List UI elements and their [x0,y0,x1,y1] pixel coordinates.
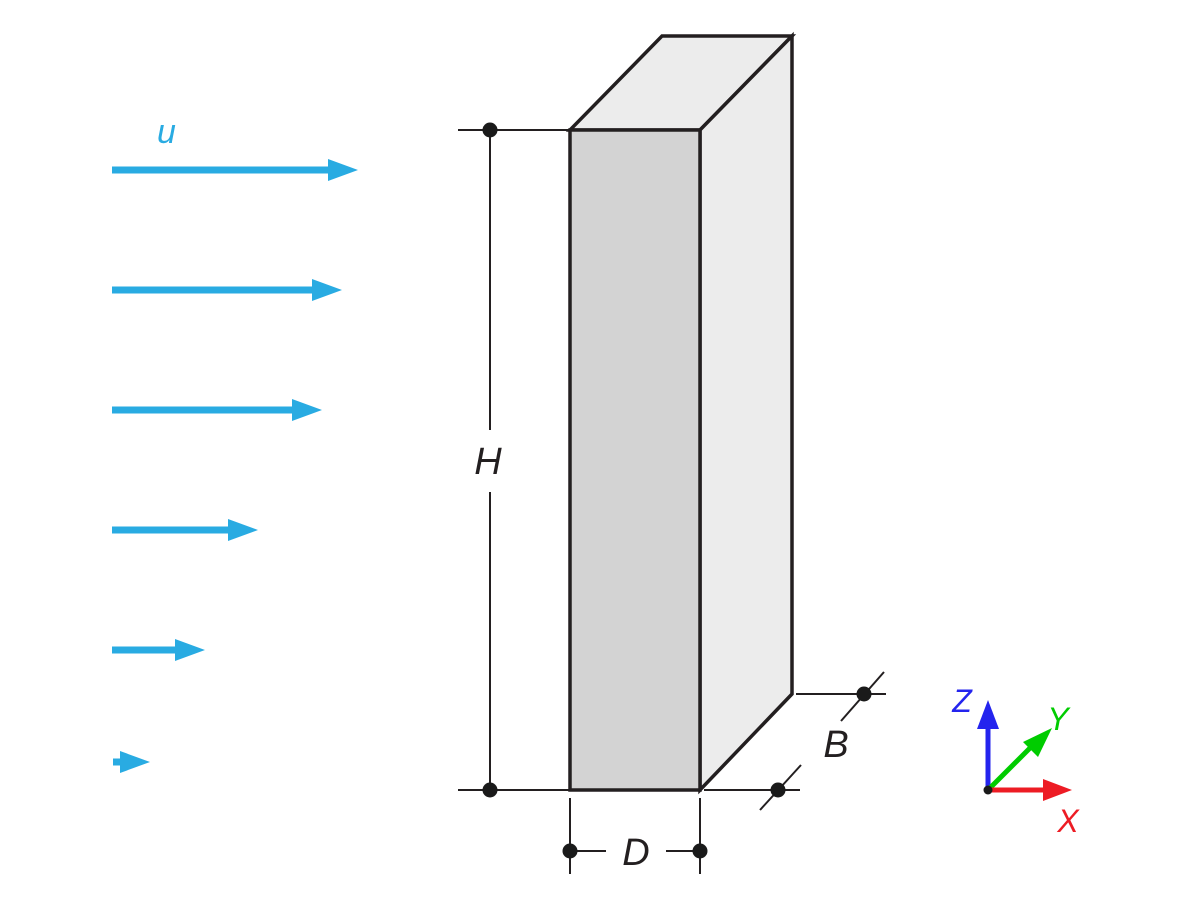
x-axis-arrowhead-icon [1043,779,1072,801]
breadth-label: B [823,724,848,766]
wind-arrow-head-icon [312,279,342,301]
dimension-depth: D [562,798,708,874]
depth-dot-right [692,843,708,859]
wind-arrow-head-icon [292,399,322,421]
wind-arrow-head-icon [328,159,358,181]
wind-profile: u [112,113,358,773]
depth-dot-left [562,843,578,859]
wind-arrow-head-icon [120,751,150,773]
building-right-face [698,31,794,795]
x-axis-label: X [1056,803,1080,839]
building-front-face [568,128,702,792]
z-axis-label: Z [951,683,973,719]
building-prism [565,31,797,795]
dimension-height: H [458,122,570,798]
z-axis-arrowhead-icon [977,700,999,729]
height-dot-bottom [482,782,498,798]
height-dot-top [482,122,498,138]
axes-origin-dot [983,785,993,795]
y-axis-line [986,744,1034,792]
dimension-breadth: B [704,671,886,811]
y-axis-label: Y [1047,701,1071,737]
coordinate-axes: Z Y X [951,683,1080,839]
wind-arrow-head-icon [228,519,258,541]
breadth-dot-front [770,782,786,798]
depth-label: D [622,832,649,874]
wind-arrow-head-icon [175,639,205,661]
breadth-dot-back [856,686,872,702]
wind-speed-label: u [157,113,176,151]
wind-arrows-group [112,159,358,773]
y-axis-arrowhead-icon [1023,728,1052,757]
height-label: H [474,441,502,483]
